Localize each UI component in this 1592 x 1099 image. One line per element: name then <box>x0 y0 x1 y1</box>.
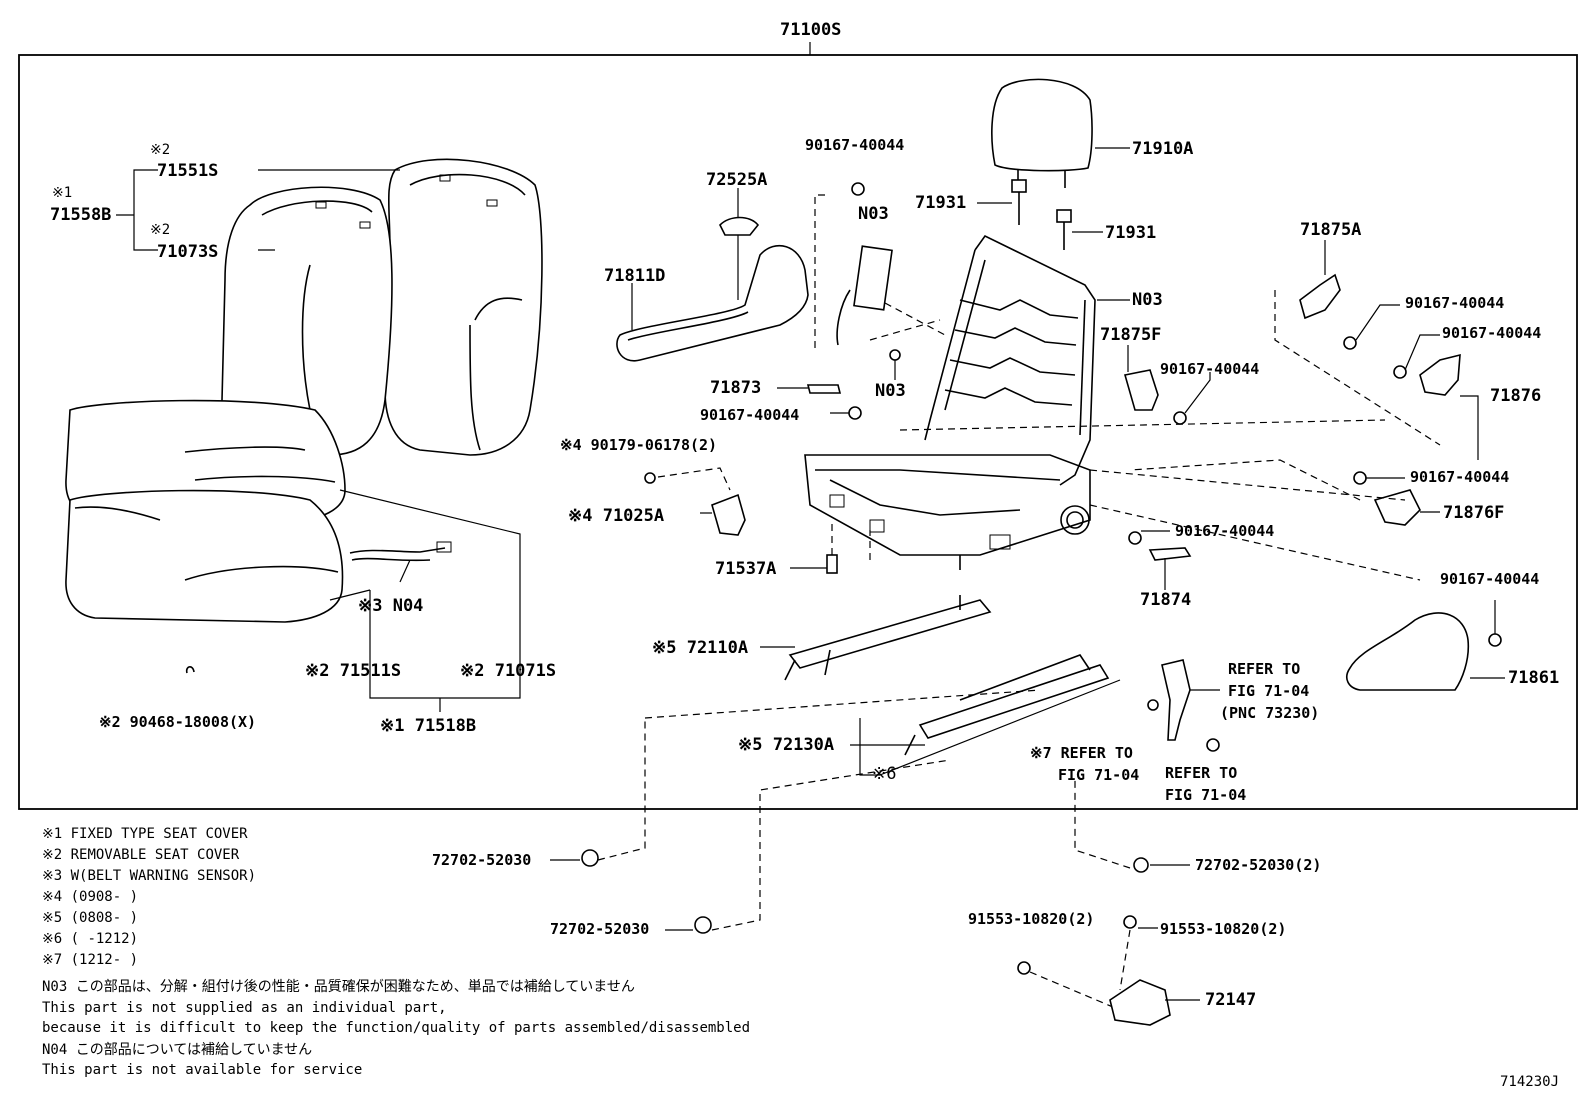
note-N03-en1: This part is not supplied as an individu… <box>42 1000 447 1016</box>
label-71910A: 71910A <box>1132 139 1194 159</box>
bolt-72702-b <box>694 916 712 934</box>
label-90167-a: 90167-40044 <box>805 136 905 154</box>
assembly-frame <box>18 54 1578 810</box>
label-71875F: 71875F <box>1100 325 1162 345</box>
cover-71875A <box>1299 273 1341 320</box>
label-90167-g: 90167-40044 <box>1175 522 1275 540</box>
label-72702-a: 72702-52030 <box>432 851 532 869</box>
note-4: ※4 (0908- ) <box>42 889 139 905</box>
note-N03-jp: N03 この部品は、分解・組付け後の性能・品質確保が困難なため、単品では補給して… <box>42 979 635 995</box>
label-N03-a: N03 <box>858 204 889 224</box>
label-71876: 71876 <box>1490 386 1542 406</box>
seat-cushion-cover-bottom <box>65 489 344 623</box>
part-71537A <box>826 554 838 574</box>
label-72110A: ※5 72110A <box>652 638 749 658</box>
bolt-72702-a <box>581 849 599 867</box>
label-72702-c: 72702-52030 <box>550 920 650 938</box>
label-90167-e: 90167-40044 <box>700 406 800 424</box>
bracket-71025A <box>711 493 746 536</box>
clip-90468 <box>185 666 195 674</box>
label-71861: 71861 <box>1508 668 1560 688</box>
label-91553-b: 91553-10820(2) <box>1160 920 1287 938</box>
label-6: ※6 <box>872 764 897 784</box>
marker-1a: ※1 <box>52 185 73 201</box>
cover-71875F <box>1123 369 1159 411</box>
label-71073S: 71073S <box>157 242 219 262</box>
label-71518B: ※1 71518B <box>380 716 477 736</box>
label-71071S: ※2 71071S <box>460 661 557 681</box>
label-71876F: 71876F <box>1443 503 1505 523</box>
bolt-72702-c <box>1133 857 1149 873</box>
label-71558B: 71558B <box>50 205 112 225</box>
label-refer-1b: FIG 71-04 <box>1228 682 1310 700</box>
label-90167-b: 90167-40044 <box>1405 294 1505 312</box>
module-N03 <box>836 245 893 346</box>
label-71931-b: 71931 <box>1105 223 1157 243</box>
label-refer-2a: ※7 REFER TO <box>1030 744 1133 762</box>
note-7: ※7 (1212- ) <box>42 952 139 968</box>
headrest <box>991 78 1130 188</box>
label-71551S: 71551S <box>157 161 219 181</box>
marker-2b: ※2 <box>150 222 171 238</box>
seat-back-cover-rear <box>384 158 543 456</box>
bracket-71874 <box>1148 547 1192 561</box>
diagram-id: 714230J <box>1500 1074 1560 1090</box>
note-2: ※2 REMOVABLE SEAT COVER <box>42 847 240 863</box>
cover-71876F <box>1373 489 1421 526</box>
label-71025A: ※4 71025A <box>568 506 665 526</box>
label-refer-2b: FIG 71-04 <box>1058 766 1140 784</box>
label-71875A: 71875A <box>1300 220 1362 240</box>
bracket-72147 <box>1109 979 1171 1026</box>
label-90167-d: 90167-40044 <box>1160 360 1260 378</box>
note-6: ※6 ( -1212) <box>42 931 139 947</box>
belt-warning-sensor <box>349 541 452 562</box>
label-N03-c: N03 <box>875 381 906 401</box>
label-N04: ※3 N04 <box>358 596 424 616</box>
note-5: ※5 (0808- ) <box>42 910 139 926</box>
cover-71876 <box>1419 353 1461 396</box>
label-71931-a: 71931 <box>915 193 967 213</box>
label-71511S: ※2 71511S <box>305 661 402 681</box>
label-90167-c: 90167-40044 <box>1442 324 1542 342</box>
note-1: ※1 FIXED TYPE SEAT COVER <box>42 826 248 842</box>
seat-rail-72110A <box>760 595 992 681</box>
label-91553-a: 91553-10820(2) <box>968 910 1095 928</box>
label-71873: 71873 <box>710 378 762 398</box>
label-refer-1a: REFER TO <box>1228 660 1301 678</box>
seat-rail-72130A <box>850 654 1121 776</box>
label-72525A: 72525A <box>706 170 768 190</box>
label-72702-b: 72702-52030(2) <box>1195 856 1322 874</box>
bolt-91553-a <box>1017 961 1031 975</box>
seatbelt-buckle <box>1147 659 1220 752</box>
seat-frame <box>804 234 1130 570</box>
side-shield-71811D <box>616 244 809 362</box>
note-3: ※3 W(BELT WARNING SENSOR) <box>42 868 257 884</box>
label-71874: 71874 <box>1140 590 1192 610</box>
label-N03-b: N03 <box>1132 290 1163 310</box>
label-72147: 72147 <box>1205 990 1257 1010</box>
label-refer-3b: FIG 71-04 <box>1165 786 1247 804</box>
note-N04-jp: N04 この部品については補給していません <box>42 1042 313 1058</box>
note-N04-en: This part is not available for service <box>42 1062 363 1078</box>
label-90167-h: 90167-40044 <box>1440 570 1540 588</box>
cover-71861 <box>1346 612 1470 691</box>
label-71537A: 71537A <box>715 559 777 579</box>
label-90179: ※4 90179-06178(2) <box>560 436 718 454</box>
seat-back-cover-front <box>221 186 393 456</box>
label-71100S: 71100S <box>780 20 842 40</box>
marker-2a: ※2 <box>150 142 171 158</box>
label-refer-3a: REFER TO <box>1165 764 1238 782</box>
label-90167-f: 90167-40044 <box>1410 468 1510 486</box>
label-71811D: 71811D <box>604 266 666 286</box>
label-refer-1c: (PNC 73230) <box>1220 704 1320 722</box>
clip-72525A <box>719 216 760 236</box>
headrest-guides <box>977 179 1103 250</box>
label-72130A: ※5 72130A <box>738 735 835 755</box>
bracket-71873 <box>806 384 842 394</box>
note-N03-en2: because it is difficult to keep the func… <box>42 1020 751 1036</box>
bolt-91553-b <box>1123 915 1137 929</box>
label-90468: ※2 90468-18008(X) <box>99 713 257 731</box>
